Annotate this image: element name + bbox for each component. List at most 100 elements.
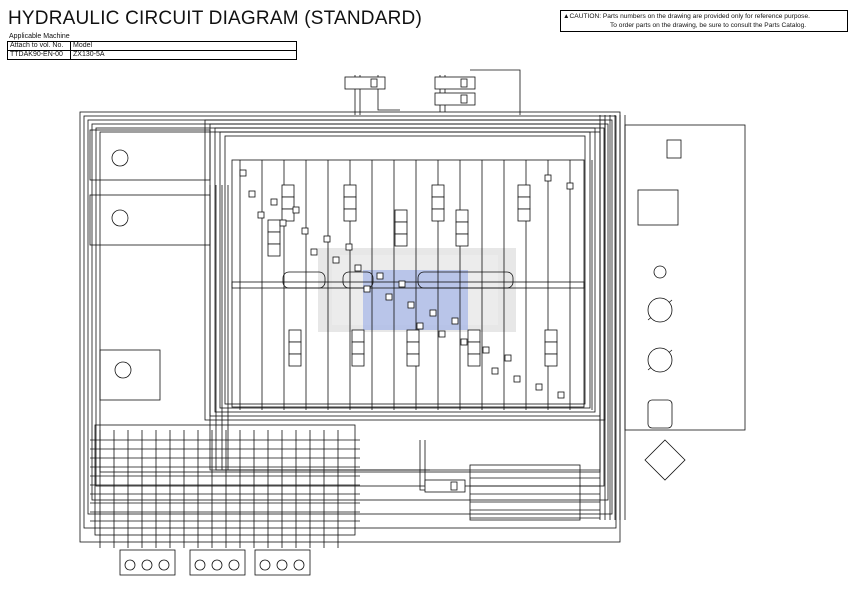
check-valve (354, 264, 362, 272)
swing-motor-icon (114, 361, 132, 379)
motor-icon (276, 559, 288, 571)
check-valve (323, 235, 331, 243)
pipe-loop (214, 127, 596, 413)
value-model: ZX130-5A (70, 50, 297, 60)
hydraulic-cylinder (434, 92, 476, 106)
spool-valve (267, 231, 281, 245)
spool-valve (394, 233, 408, 247)
spool-valve (288, 353, 302, 367)
pilot-valve-icon (111, 209, 129, 227)
spool-valve (467, 353, 481, 367)
check-valve (363, 285, 371, 293)
pilot-passage (282, 271, 326, 289)
pilot-passage (342, 271, 374, 289)
spool-valve (517, 208, 531, 222)
spool-valve (394, 221, 408, 235)
check-valve (332, 256, 340, 264)
spool-valve (394, 209, 408, 223)
spool-valve (343, 208, 357, 222)
pump-frame (624, 124, 746, 431)
pilot-pump-icon (653, 265, 667, 279)
pump-icon (647, 347, 673, 373)
motor-icon (259, 559, 271, 571)
check-valve (301, 227, 309, 235)
spool-valve (455, 209, 469, 223)
check-valve (239, 169, 247, 177)
check-valve (310, 248, 318, 256)
motor-icon (124, 559, 136, 571)
spool-valve (406, 341, 420, 355)
spool-valve (431, 208, 445, 222)
check-valve (279, 219, 287, 227)
spool-valve (288, 341, 302, 355)
right-manifold (469, 464, 581, 521)
spool-valve (351, 353, 365, 367)
swing-block (99, 349, 161, 401)
check-valve (376, 272, 384, 280)
spool-valve (467, 329, 481, 343)
check-valve (270, 198, 278, 206)
spool-valve (351, 329, 365, 343)
check-valve (385, 293, 393, 301)
spool-valve (288, 329, 302, 343)
check-valve (482, 346, 490, 354)
check-valve (248, 190, 256, 198)
pipe-loop (231, 281, 585, 408)
cylinder-piston (460, 94, 468, 104)
spool-valve (281, 196, 295, 210)
pump-icon (647, 297, 673, 323)
machine-info-table: Attach to vol. No. Model TTDAK90-EN-00 Z… (7, 41, 297, 60)
watermark (318, 248, 516, 332)
circuit-components (111, 76, 686, 576)
caution-line-1: CAUTION: Parts numbers on the drawing ar… (569, 13, 810, 20)
spool-valve (544, 329, 558, 343)
spool-valve (343, 196, 357, 210)
check-valve (398, 280, 406, 288)
table-row: TTDAK90-EN-00 ZX130-5A (7, 50, 297, 60)
check-valve (535, 383, 543, 391)
check-valve (407, 301, 415, 309)
hydraulic-cylinder (434, 76, 476, 90)
spool-valve (517, 196, 531, 210)
filter-icon (644, 439, 686, 481)
check-valve (345, 243, 353, 251)
pipe (227, 185, 470, 471)
check-valve (451, 317, 459, 325)
spool-valve (431, 196, 445, 210)
hydraulic-tank (637, 189, 679, 226)
spool-valve (343, 184, 357, 198)
pipe (470, 69, 521, 115)
spool-valve (406, 353, 420, 367)
check-valve (257, 211, 265, 219)
pilot-block (89, 194, 211, 246)
spool-valve (351, 341, 365, 355)
oil-cooler (666, 139, 682, 159)
spool-valve (281, 184, 295, 198)
check-valve (566, 182, 574, 190)
motor-icon (293, 559, 305, 571)
spool-valve (544, 353, 558, 367)
lower-manifold (94, 424, 356, 536)
spool-valve (431, 184, 445, 198)
check-valve (513, 375, 521, 383)
cylinder-piston (450, 481, 458, 491)
pilot-passage (417, 271, 514, 289)
spool-valve (467, 341, 481, 355)
caution-line-2: To order parts on the drawing, be sure t… (610, 22, 807, 29)
check-valve (438, 330, 446, 338)
hydraulic-cylinder (424, 479, 466, 493)
motor-icon (141, 559, 153, 571)
cylinder-piston (460, 78, 468, 88)
check-valve (416, 322, 424, 330)
warning-triangle-icon: ▲ (563, 13, 570, 20)
pilot-block (89, 129, 211, 181)
hydraulic-cylinder (344, 76, 386, 90)
pipe-loop (231, 159, 585, 289)
cylinder-piston (370, 78, 378, 88)
spool-valve (267, 243, 281, 257)
caution-box: ▲CAUTION: Parts numbers on the drawing a… (560, 10, 848, 32)
spool-valve (455, 221, 469, 235)
engine-icon (647, 399, 673, 429)
pilot-valve-icon (111, 149, 129, 167)
